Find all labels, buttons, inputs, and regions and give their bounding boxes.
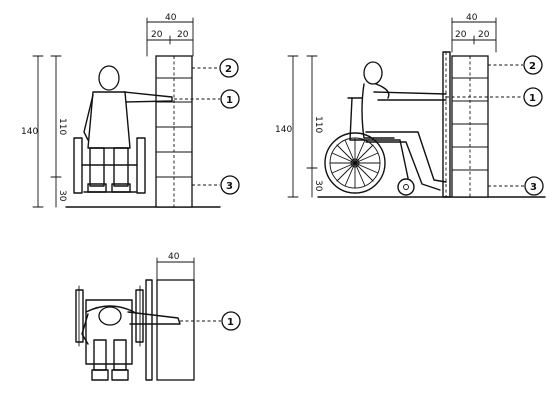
front-marker-1: [220, 89, 240, 109]
front-shelf-unit: [155, 55, 193, 208]
side-height-base-label: 30: [313, 180, 323, 192]
front-depth-b-label: 20: [177, 30, 189, 40]
front-height-total-label: 140: [21, 127, 38, 137]
side-height-dimensions: 140 110 30: [275, 55, 323, 198]
front-depth-dimension: 40 20 20: [146, 13, 194, 57]
side-shelf-unit: [442, 51, 489, 198]
top-wheelchair-user: [75, 285, 181, 381]
front-height-dimensions: 140 110 30: [21, 55, 67, 208]
svg-text:3: 3: [530, 182, 537, 193]
top-shelf-unit: [145, 279, 195, 381]
svg-text:2: 2: [225, 64, 232, 75]
side-marker-3: [524, 176, 544, 196]
side-view: 40 20 20 140 110 30: [275, 13, 546, 198]
side-depth-total-label: 40: [466, 13, 478, 23]
side-height-reach-label: 110: [313, 116, 323, 133]
front-marker-2: [219, 58, 239, 78]
front-marker-3: [220, 175, 240, 195]
front-height-reach-label: 110: [57, 118, 67, 135]
front-markers: 2 1 3: [174, 58, 240, 195]
front-depth-a-label: 20: [151, 30, 163, 40]
svg-text:1: 1: [227, 317, 234, 328]
svg-text:2: 2: [529, 61, 536, 72]
front-view: 40 20 20 140 110 30: [21, 13, 240, 208]
svg-text:1: 1: [226, 95, 233, 106]
side-depth-dimension: 40 20 20: [451, 13, 497, 53]
top-markers: 1: [180, 311, 241, 331]
side-marker-2: [523, 55, 543, 75]
svg-text:3: 3: [226, 181, 233, 192]
side-wheelchair-user: [324, 61, 447, 196]
front-depth-total-label: 40: [165, 13, 177, 23]
top-view: 40: [75, 252, 241, 381]
top-depth-total-label: 40: [168, 252, 180, 262]
side-wheel-spokes: [329, 137, 381, 189]
top-depth-dimension: 40: [156, 252, 195, 281]
side-height-total-label: 140: [275, 125, 292, 135]
side-depth-a-label: 20: [455, 30, 467, 40]
side-marker-1: [523, 87, 543, 107]
top-marker-1: [221, 311, 241, 331]
svg-text:1: 1: [529, 93, 536, 104]
front-wheelchair-user: [73, 65, 173, 194]
front-height-base-label: 30: [57, 190, 67, 202]
side-markers: 2 1 3: [446, 55, 544, 196]
side-depth-b-label: 20: [478, 30, 490, 40]
